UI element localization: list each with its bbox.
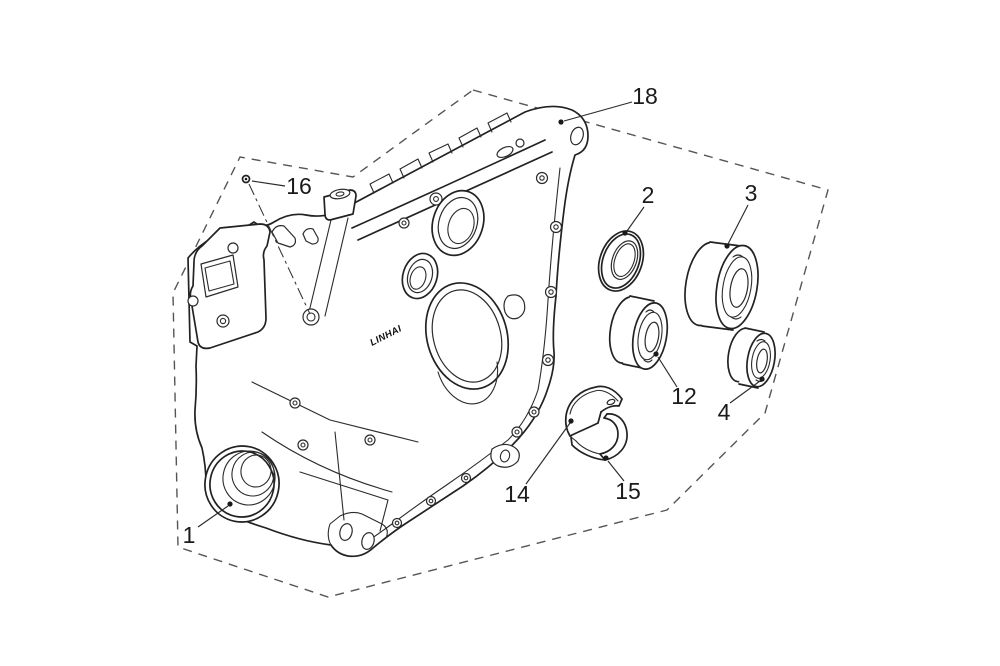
callout-number: 3 bbox=[745, 180, 758, 206]
callout-dot bbox=[568, 418, 574, 424]
callout-12: 12 bbox=[653, 351, 697, 409]
ball-bearing-part-3 bbox=[684, 241, 759, 331]
callout-leader-line bbox=[563, 101, 633, 122]
callout-leader-line bbox=[197, 505, 229, 528]
mount-boss bbox=[302, 188, 357, 326]
callout-dot bbox=[558, 119, 564, 125]
callout-number: 4 bbox=[718, 399, 731, 425]
callout-dot bbox=[653, 351, 659, 357]
callout-leader-line bbox=[657, 356, 678, 388]
crank-bushing-upper-half-14 bbox=[564, 385, 623, 437]
bottom-foot bbox=[327, 443, 520, 550]
callout-number: 12 bbox=[671, 383, 697, 409]
callout-number: 18 bbox=[632, 83, 658, 109]
callout-dot bbox=[227, 501, 233, 507]
crank-bushing-lower-half-15 bbox=[570, 413, 628, 461]
callout-16: 16 bbox=[251, 173, 312, 199]
callout-dot bbox=[759, 376, 765, 382]
callout-dot bbox=[603, 455, 609, 461]
callout-3: 3 bbox=[724, 180, 757, 249]
callout-leader-line bbox=[729, 380, 761, 404]
callout-dot bbox=[724, 243, 730, 249]
web-ribs bbox=[251, 225, 419, 532]
callout-4: 4 bbox=[718, 376, 765, 425]
callout-dot bbox=[622, 230, 628, 236]
spine-ribs bbox=[369, 112, 512, 194]
callout-leader-line bbox=[251, 180, 286, 187]
callout-2: 2 bbox=[622, 182, 654, 236]
callout-1: 1 bbox=[183, 501, 233, 548]
left-mounting-plate bbox=[187, 223, 271, 350]
ball-bearing-part-12 bbox=[608, 295, 669, 370]
screw-centerline bbox=[248, 183, 311, 315]
upper-shaft-bores bbox=[401, 189, 485, 300]
callout-leader-line bbox=[607, 460, 625, 482]
callout-number: 14 bbox=[504, 481, 530, 507]
callout-15: 15 bbox=[603, 455, 641, 504]
crankcase-drawing: LINHAI bbox=[187, 105, 589, 558]
callout-number: 15 bbox=[615, 478, 641, 504]
callout-leader-line bbox=[626, 206, 645, 232]
callout-leader-line bbox=[727, 204, 749, 245]
crankshaft-bore bbox=[204, 445, 280, 523]
clutch-opening bbox=[424, 282, 526, 405]
callout-number: 2 bbox=[642, 182, 655, 208]
callout-number: 16 bbox=[286, 173, 312, 199]
dashed-boundary-outline bbox=[172, 89, 829, 598]
callout-18: 18 bbox=[558, 83, 658, 125]
callout-leader-line bbox=[525, 422, 571, 485]
ball-bearing-part-4 bbox=[727, 327, 776, 389]
flange-bolt-holes bbox=[391, 171, 563, 529]
oil-seal-part-2 bbox=[597, 230, 645, 292]
callout-14: 14 bbox=[504, 418, 574, 507]
callout-number: 1 bbox=[183, 522, 196, 548]
